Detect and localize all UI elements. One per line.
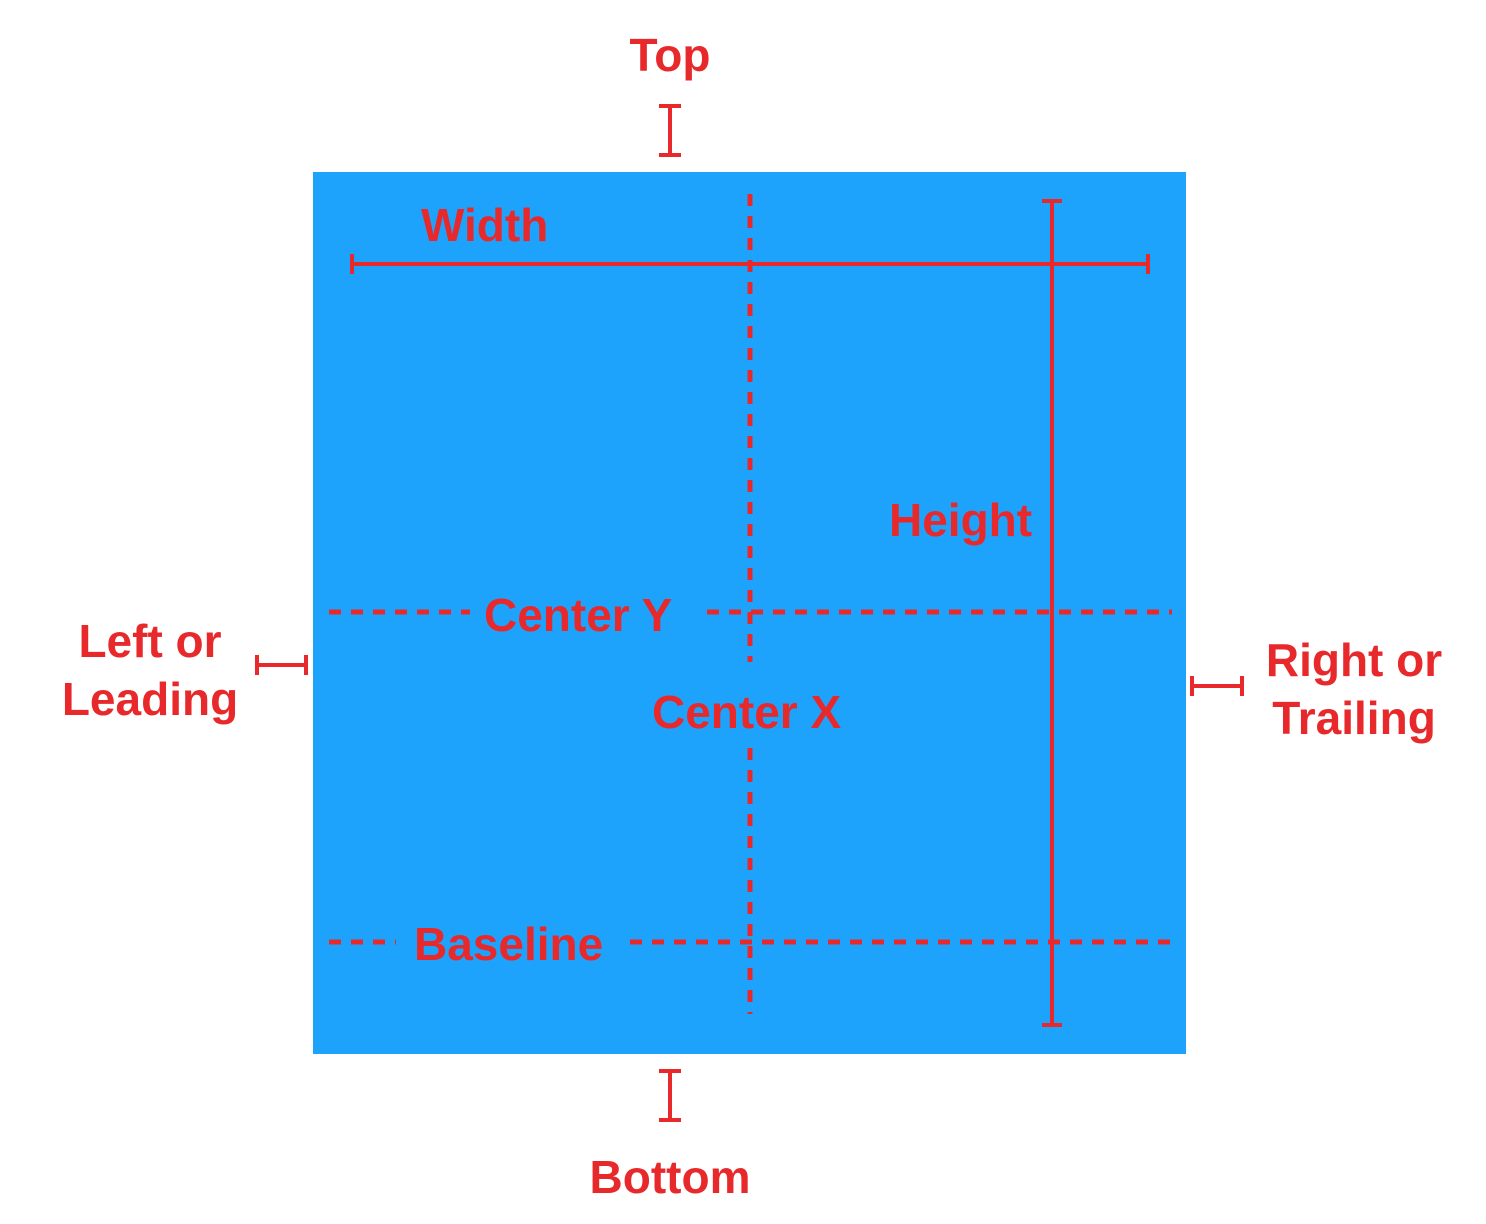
width-label: Width <box>421 199 549 251</box>
right-label: Right or Trailing <box>1265 634 1443 744</box>
height-label: Height <box>889 494 1033 546</box>
height-measure <box>1042 199 1062 1027</box>
bottom-marker <box>659 1069 681 1122</box>
top-label: Top <box>629 29 711 81</box>
right-marker <box>1190 676 1244 696</box>
left-marker <box>255 655 308 675</box>
bottom-label: Bottom <box>589 1151 751 1203</box>
center-y-label: Center Y <box>484 589 673 641</box>
baseline-label: Baseline <box>414 918 604 970</box>
top-marker <box>659 104 681 157</box>
left-label: Left or Leading <box>61 615 239 725</box>
center-x-label: Center X <box>652 686 842 738</box>
